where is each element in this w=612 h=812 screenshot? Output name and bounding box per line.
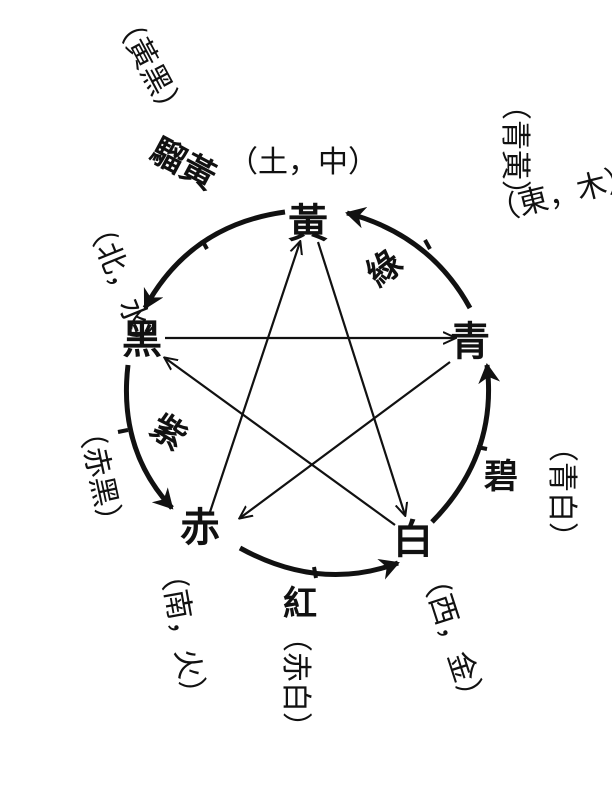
arc-yellow-green [345, 206, 473, 310]
color-green-label: 綠 [359, 243, 410, 295]
arc-black-red [123, 364, 174, 510]
color-hong-label: 紅 [283, 584, 317, 624]
color-hong-mix: （赤白） [278, 622, 313, 742]
color-bi-mix: （青白） [544, 432, 579, 552]
node-black: 黑 [122, 317, 162, 363]
node-white: 白 [393, 517, 433, 563]
color-liuhuang-label: 騮黃 [144, 131, 223, 198]
arc-red-white [238, 545, 400, 580]
node-red: 赤 [180, 505, 220, 551]
color-liuhuang-mix: （黃黑） [105, 5, 192, 127]
star-yellow-white [316, 241, 405, 515]
star-green-red [240, 361, 451, 518]
label-south: （南，火） [152, 557, 213, 711]
color-zi-label: 紫 [143, 407, 194, 459]
inner-star [165, 241, 455, 526]
label-center: （土，中） [228, 145, 378, 180]
node-green: 青 [450, 319, 490, 365]
label-west: （西，金） [412, 562, 492, 715]
color-green-mix: （青黃） [497, 90, 532, 210]
star-red-yellow [208, 242, 300, 513]
color-bi-label: 碧 [484, 457, 518, 497]
tick-marks [117, 239, 488, 579]
arc-white-green [430, 363, 501, 524]
node-yellow: 黃 [288, 201, 328, 247]
arc-black-yellow [142, 209, 286, 310]
star-white-black [165, 358, 396, 526]
